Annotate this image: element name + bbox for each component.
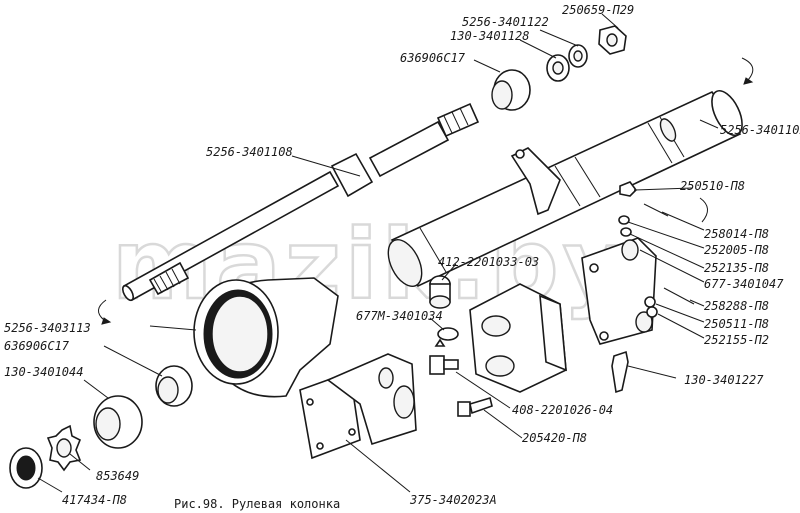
- yoke-bracket: [469, 283, 567, 393]
- rotation-arrow-right: [699, 197, 708, 223]
- star-washer-853649: [46, 424, 82, 472]
- rotation-arrow-left-head: [101, 317, 112, 325]
- label-3401108: 5256-3401108: [206, 145, 293, 159]
- rotation-arrow-left: [98, 299, 107, 321]
- snap-ring: [437, 327, 459, 341]
- nut-417434: [9, 447, 43, 489]
- grease-fitting: [429, 338, 459, 375]
- leader-lines: [37, 13, 719, 493]
- label-3401227: 130-3401227: [684, 373, 764, 387]
- label-250511: 250511-П8: [704, 317, 769, 331]
- mount-bracket: [581, 237, 657, 345]
- label-3401034: 677М-3401034: [356, 309, 443, 323]
- label-258288: 258288-П8: [704, 299, 769, 313]
- rotation-arrow-top-head: [743, 77, 754, 85]
- label-3401102: 5256-3401102: [720, 123, 800, 137]
- pin-258014: [643, 203, 669, 217]
- bearing-top: [491, 69, 531, 111]
- washer-252005: [618, 215, 630, 225]
- label-2201033: 412-2201033-03: [438, 255, 539, 269]
- column-tube: [387, 89, 743, 288]
- figure-caption: Рис.98. Рулевая колонка: [174, 497, 340, 511]
- label-205420: 205420-П8: [522, 431, 587, 445]
- label-3401044: 130-3401044: [4, 365, 83, 379]
- flange-bracket: [299, 353, 417, 460]
- cap-3401034: [429, 275, 451, 309]
- sleeve-3401044: [93, 395, 143, 449]
- label-3402023: 375-3402023А: [409, 493, 497, 507]
- washer-252155: [646, 306, 658, 318]
- nut-250510: [619, 181, 638, 197]
- label-853649: 853649: [96, 469, 139, 483]
- label-636906-bottom: 636906С17: [4, 339, 70, 353]
- label-3401122: 5256-3401122: [462, 15, 549, 29]
- label-250510: 250510-П8: [680, 179, 745, 193]
- bolt-205420: [457, 396, 493, 417]
- label-250659: 250659-П29: [562, 3, 634, 17]
- label-252135: 252135-П8: [704, 261, 769, 275]
- pin-258288: [663, 287, 695, 305]
- label-3401128: 130-3401128: [450, 29, 529, 43]
- washer-250511: [644, 296, 656, 308]
- label-3403113: 5256-3403113: [4, 321, 91, 335]
- label-417434: 417434-П8: [62, 493, 127, 507]
- label-258014: 258014-П8: [704, 227, 769, 241]
- rotation-arrow-top: [741, 57, 754, 81]
- pin-3401227: [611, 350, 629, 394]
- label-252155: 252155-П2: [704, 333, 769, 347]
- label-3401047: 677-3401047: [704, 277, 784, 291]
- label-2201026: 408-2201026-04: [512, 403, 613, 417]
- ring-3401128: [546, 54, 570, 82]
- label-636906-top: 636906С17: [400, 51, 466, 65]
- washer-3401122: [568, 44, 588, 68]
- washer-252135: [620, 227, 632, 237]
- steering-shaft: [121, 102, 480, 302]
- bearing-lower: [155, 365, 193, 407]
- cone-housing: [193, 277, 339, 398]
- nut-250659: [598, 25, 627, 55]
- label-252005: 252005-П8: [704, 243, 769, 257]
